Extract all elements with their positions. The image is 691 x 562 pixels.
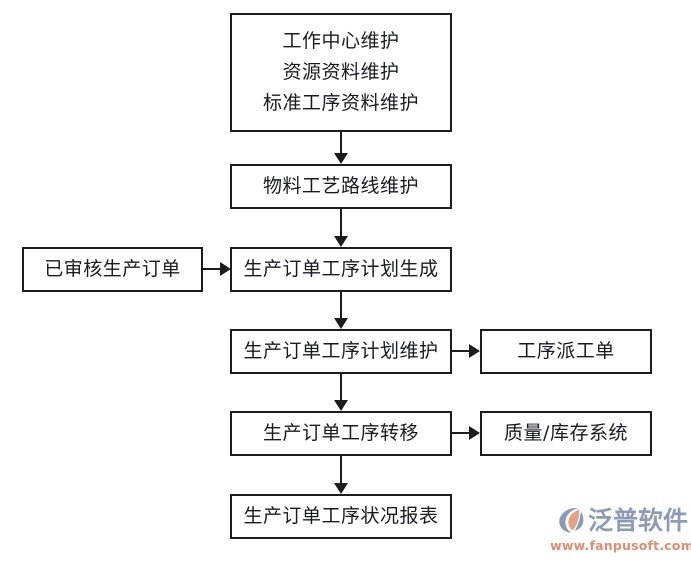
node-master-data-line-3: 标准工序资料维护 [262, 91, 419, 114]
connector-plan-maintain-to-dispatch-order [452, 344, 480, 358]
connector-shaft [340, 292, 342, 318]
node-master-data-line-1: 工作中心维护 [282, 30, 400, 53]
node-operation-transfer[interactable]: 生产订单工序转移 [230, 411, 452, 456]
node-approved-order[interactable]: 已审核生产订单 [22, 247, 203, 292]
watermark-logo: 泛普软件 www.fanpusoft.com [550, 503, 691, 557]
node-approved-order-label: 已审核生产订单 [44, 258, 181, 281]
connector-operation-transfer-to-quality-inventory [452, 426, 480, 440]
watermark-url: www.fanpusoft.com [550, 538, 691, 553]
arrowhead-right-icon [220, 262, 231, 276]
connector-shaft [203, 268, 221, 270]
connector-approved-order-to-plan-generate [203, 262, 231, 276]
node-quality-inventory-label: 质量/库存系统 [504, 422, 628, 445]
connector-shaft [340, 209, 342, 236]
connector-shaft [452, 432, 470, 434]
arrowhead-down-icon [334, 400, 348, 411]
connector-shaft [340, 374, 342, 400]
node-master-data[interactable]: 工作中心维护 资源资料维护 标准工序资料维护 [230, 13, 452, 132]
connector-plan-maintain-to-operation-transfer [334, 374, 348, 411]
node-routing[interactable]: 物料工艺路线维护 [230, 164, 452, 209]
arrowhead-right-icon [469, 426, 480, 440]
node-plan-maintain-label: 生产订单工序计划维护 [243, 340, 439, 363]
arrowhead-down-icon [334, 236, 348, 247]
watermark-brand-name: 泛普软件 [588, 505, 689, 535]
node-operation-transfer-label: 生产订单工序转移 [262, 422, 419, 445]
node-quality-inventory[interactable]: 质量/库存系统 [480, 411, 652, 456]
node-master-data-line-2: 资源资料维护 [282, 61, 400, 84]
node-dispatch-order[interactable]: 工序派工单 [480, 329, 652, 374]
node-plan-generate-label: 生产订单工序计划生成 [243, 258, 439, 281]
watermark-brand-row: 泛普软件 [556, 503, 688, 537]
connector-shaft [340, 456, 342, 483]
arrowhead-right-icon [469, 344, 480, 358]
node-status-report[interactable]: 生产订单工序状况报表 [230, 494, 452, 539]
node-dispatch-order-label: 工序派工单 [517, 340, 615, 363]
arrowhead-down-icon [334, 318, 348, 329]
fanpu-logo-icon [559, 507, 584, 533]
arrowhead-down-icon [334, 153, 348, 164]
node-plan-generate[interactable]: 生产订单工序计划生成 [230, 247, 452, 292]
connector-operation-transfer-to-status-report [334, 456, 348, 494]
connector-plan-generate-to-plan-maintain [334, 292, 348, 329]
node-routing-label: 物料工艺路线维护 [262, 175, 419, 198]
connector-routing-to-plan-generate [334, 209, 348, 247]
node-status-report-label: 生产订单工序状况报表 [243, 505, 439, 528]
connector-shaft [452, 350, 470, 352]
connector-master-data-to-routing [334, 132, 348, 164]
connector-shaft [340, 132, 342, 153]
arrowhead-down-icon [334, 483, 348, 494]
node-plan-maintain[interactable]: 生产订单工序计划维护 [230, 329, 452, 374]
